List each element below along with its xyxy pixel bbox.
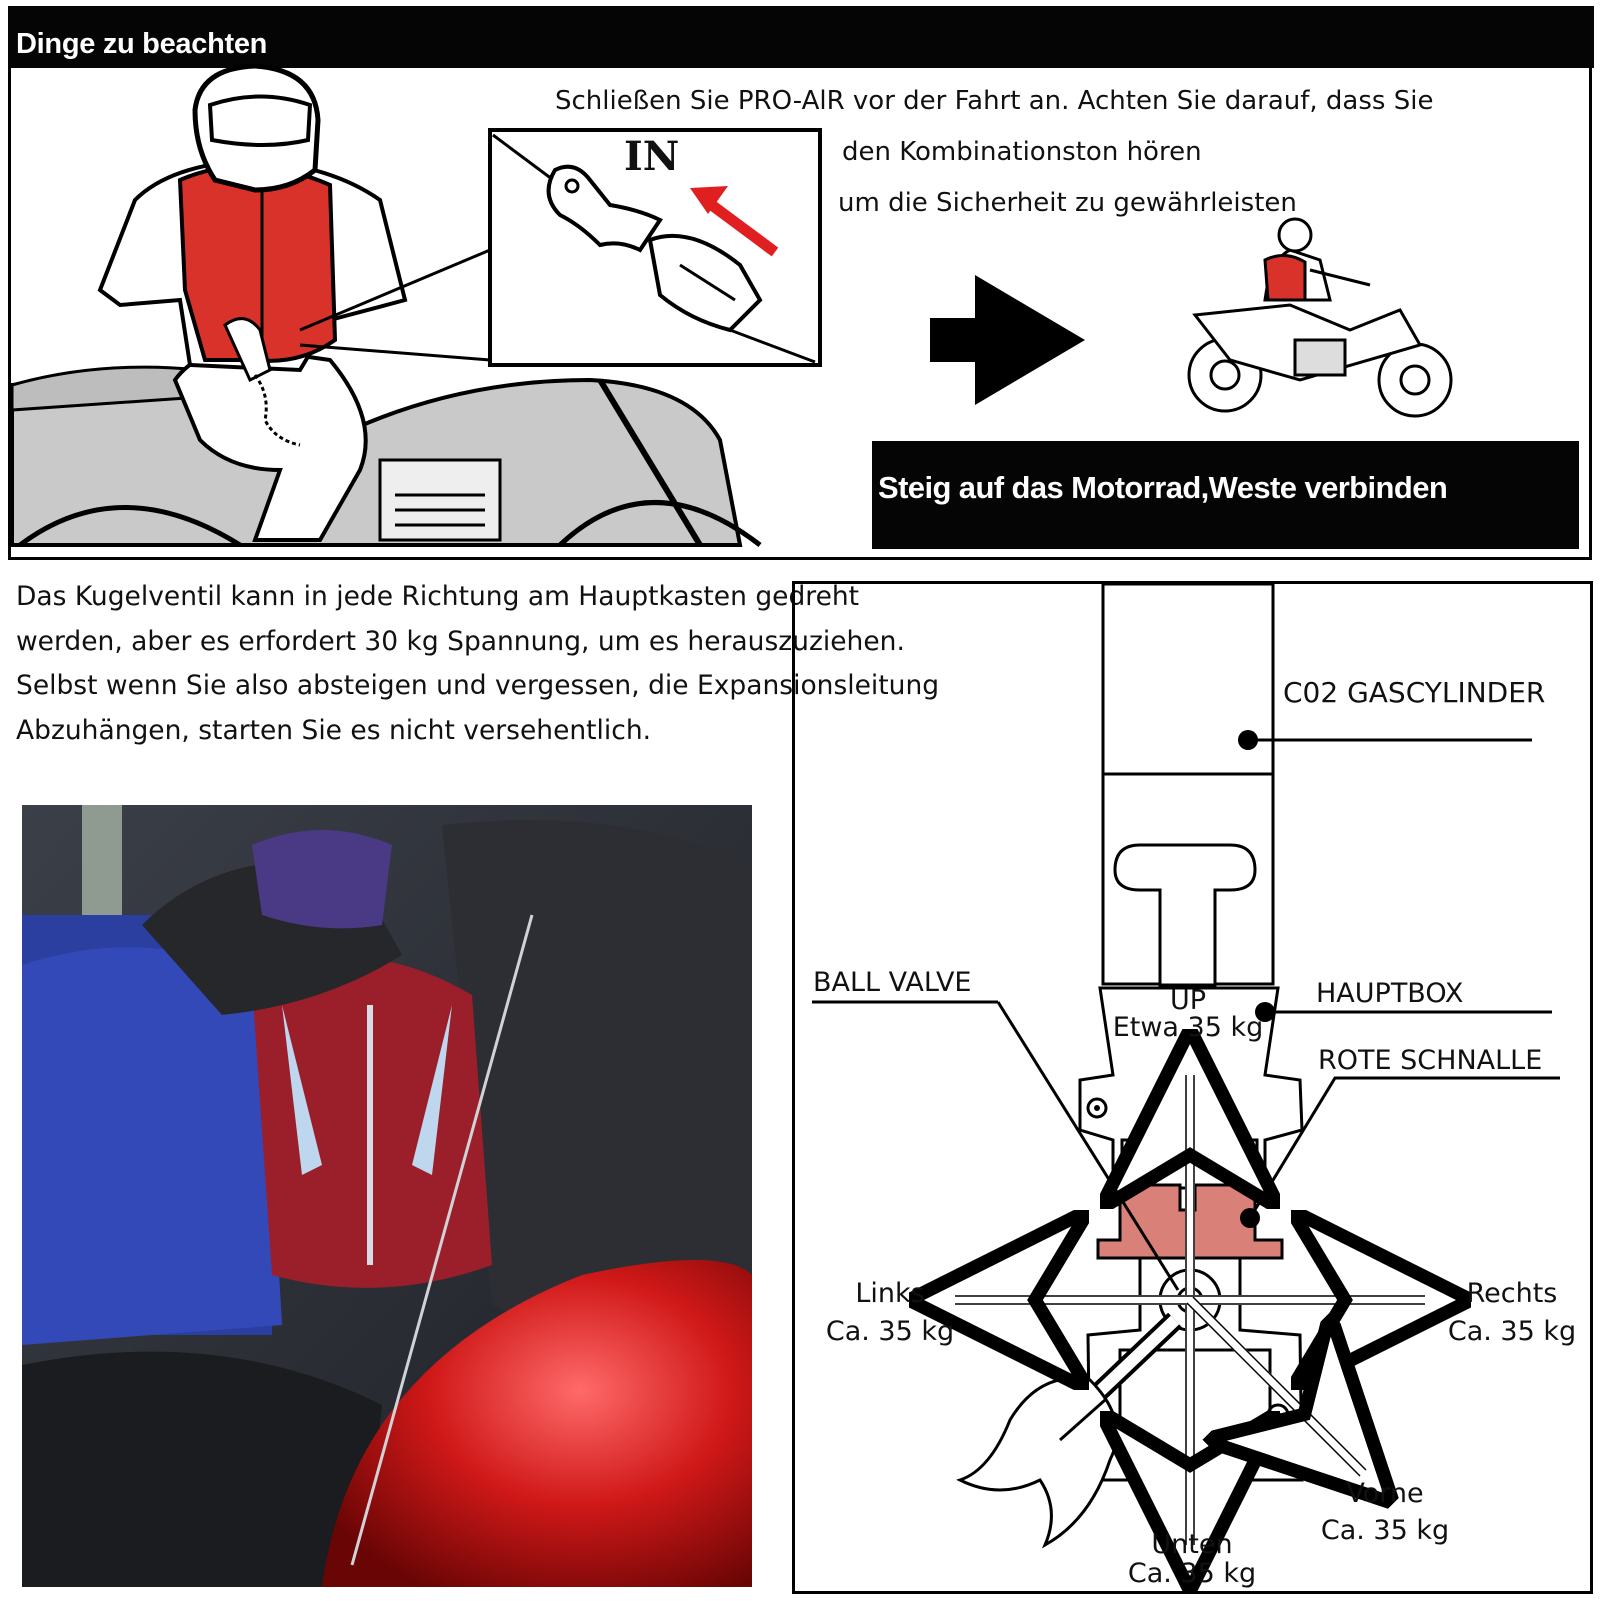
- main-box-label: HAUPTBOX: [1316, 978, 1464, 1009]
- force-down-value: Ca. 35 kg: [1127, 1558, 1257, 1589]
- force-down: Unten Ca. 35 kg: [1112, 1530, 1272, 1588]
- force-front-direction: Vorne: [1346, 1478, 1424, 1509]
- t-slot: [1113, 843, 1257, 987]
- force-right-value: Ca. 35 kg: [1447, 1316, 1577, 1347]
- force-up-value: Etwa 35 kg: [1112, 1012, 1264, 1043]
- force-left: Links Ca. 35 kg: [810, 1275, 970, 1351]
- description-line-3: Selbst wenn Sie also absteigen und verge…: [16, 670, 940, 701]
- connector-socket: [647, 233, 763, 333]
- force-right-direction: Rechts: [1466, 1278, 1558, 1309]
- description-line-4: Abzuhängen, starten Sie es nicht versehe…: [16, 714, 652, 746]
- force-down-direction: Unten: [1151, 1529, 1233, 1560]
- zoom-label: IN: [624, 133, 680, 180]
- co2-cylinder-label: C02 GASCYLINDER: [1283, 676, 1546, 709]
- motorcycle-engine: [378, 458, 502, 542]
- small-motorcycle: [1187, 217, 1453, 418]
- vest-plug: [956, 1376, 1119, 1549]
- force-up: UP Etwa 35 kg: [1108, 985, 1268, 1043]
- instruction-line-1: Schließen Sie PRO-AlR vor der Fahrt an. …: [555, 86, 1434, 116]
- force-front: Vorne Ca. 35 kg: [1305, 1475, 1465, 1549]
- instruction-line-3: um die Sicherheit zu gewährleisten: [838, 188, 1297, 218]
- force-right: Rechts Ca. 35 kg: [1432, 1275, 1592, 1351]
- instruction-line-2: den Kombinationston hören: [842, 137, 1202, 167]
- force-left-value: Ca. 35 kg: [825, 1316, 955, 1347]
- red-buckle-label: ROTE SCHNALLE: [1318, 1045, 1543, 1076]
- big-right-arrow: [930, 275, 1085, 405]
- top-panel: [8, 66, 1592, 560]
- red-insert-arrow: [690, 186, 779, 257]
- page-title: Dinge zu beachten: [16, 28, 268, 60]
- description-line-2: werden, aber es erfordert 30 kg Spannung…: [16, 625, 905, 657]
- leader-lines: [812, 738, 1560, 1291]
- arrow-front: [1186, 1296, 1368, 1478]
- force-front-value: Ca. 35 kg: [1320, 1515, 1450, 1546]
- step-banner-text: Steig auf das Motorrad,Weste verbinden: [878, 470, 1448, 505]
- small-red-vest: [1263, 254, 1307, 302]
- step-banner: [872, 441, 1579, 549]
- force-arrows: [945, 1065, 1435, 1555]
- header-bar: [8, 6, 1594, 68]
- photo-red-tank: [322, 1260, 752, 1587]
- force-up-direction: UP: [1169, 985, 1207, 1016]
- ball-valve-label: BALL VALVE: [813, 967, 972, 998]
- description-line-1: Das Kugelventil kann in jede Richtung am…: [16, 581, 860, 612]
- ball-valve-description: Das Kugelventil kann in jede Richtung am…: [16, 575, 939, 753]
- connection-photo: [22, 805, 752, 1587]
- force-left-direction: Links: [855, 1278, 925, 1309]
